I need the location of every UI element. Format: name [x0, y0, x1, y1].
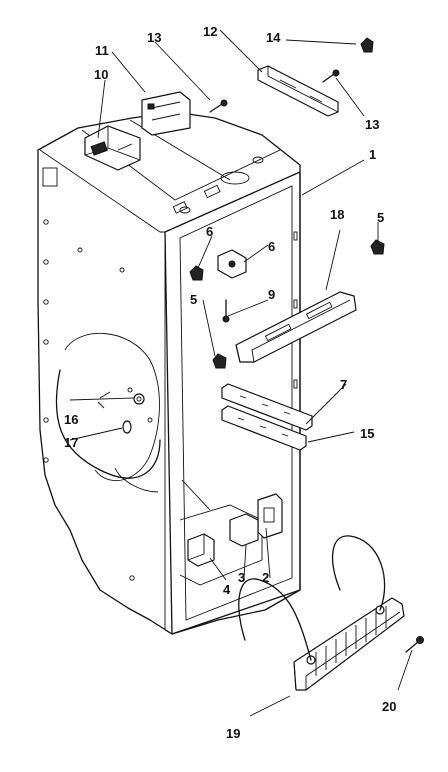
clip — [360, 37, 374, 53]
mounting-bracket — [217, 249, 247, 279]
callout-2: 2 — [262, 570, 269, 585]
screw — [405, 636, 424, 653]
callout-5b: 5 — [190, 292, 197, 307]
callout-labels: 1 2 3 4 5 5 6 6 7 9 10 11 12 13 13 14 15… — [64, 24, 396, 741]
evaporator-fins — [315, 606, 387, 676]
callout-14: 14 — [266, 30, 281, 45]
control-housing — [84, 125, 141, 171]
shelf-rail — [221, 383, 313, 431]
light-shield — [235, 291, 357, 363]
clip — [189, 265, 204, 281]
callout-3: 3 — [238, 570, 245, 585]
callout-4: 4 — [223, 582, 231, 597]
callout-6a: 6 — [206, 224, 213, 239]
callout-13b: 13 — [365, 117, 379, 132]
lower-mount — [187, 533, 215, 567]
callout-19: 19 — [226, 726, 240, 741]
leader-lines — [69, 29, 413, 717]
callout-17: 17 — [64, 435, 78, 450]
callout-20: 20 — [382, 699, 396, 714]
screw — [209, 99, 228, 113]
fastener — [122, 420, 132, 434]
lower-block — [229, 513, 259, 547]
grommet — [133, 393, 145, 405]
callout-9: 9 — [268, 287, 275, 302]
callout-6b: 6 — [268, 239, 275, 254]
callout-18: 18 — [330, 207, 344, 222]
callout-5a: 5 — [377, 210, 384, 225]
lower-bracket — [257, 493, 283, 539]
evaporator — [238, 535, 405, 691]
callout-16: 16 — [64, 412, 78, 427]
callout-15: 15 — [360, 426, 374, 441]
callout-13a: 13 — [147, 30, 161, 45]
side-holes — [43, 219, 153, 581]
callout-7: 7 — [340, 377, 347, 392]
callout-10: 10 — [94, 67, 108, 82]
callout-12: 12 — [203, 24, 217, 39]
callout-1: 1 — [369, 147, 376, 162]
screw — [222, 299, 230, 323]
cabinet-liner — [37, 111, 301, 635]
callout-11: 11 — [95, 43, 109, 58]
clip — [212, 353, 227, 369]
top-rail — [257, 65, 339, 117]
screw — [322, 69, 340, 83]
bracket — [141, 91, 191, 136]
clip — [370, 239, 385, 255]
shelf-rail — [221, 405, 307, 451]
